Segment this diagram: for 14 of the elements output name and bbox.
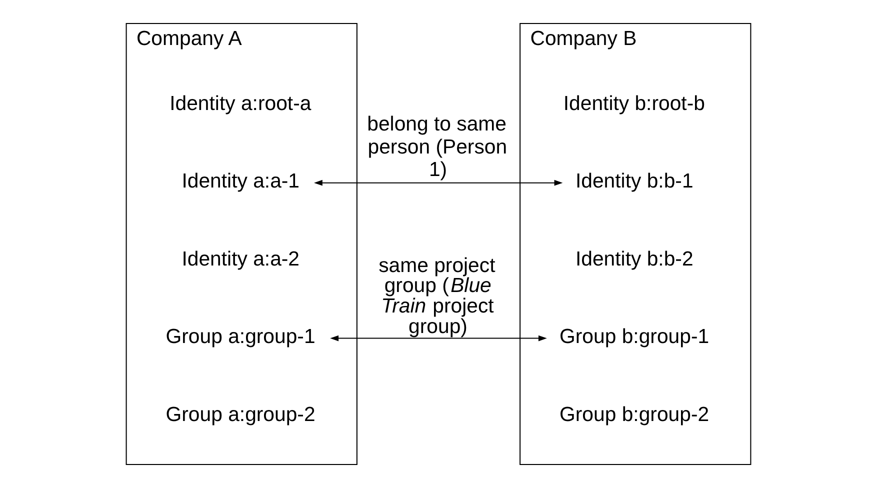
node-text: Identity a:a-2 [182, 248, 300, 270]
arrow [314, 180, 563, 186]
edge-label: belong to same person (Person 1) [367, 113, 508, 182]
edge-label: same project group (Blue Train project group) [378, 254, 496, 338]
node-text: Identity a:root-a [170, 92, 312, 115]
node-text: Group b:group-1 [560, 326, 710, 348]
arrow [330, 335, 547, 342]
node-text: Group b:group-2 [560, 404, 710, 426]
node-text: Group a:group-2 [166, 404, 316, 426]
node-text: Identity b:root-b [563, 92, 705, 115]
node-text: Identity a:a-1 [182, 170, 300, 193]
node-text: Identity b:b-2 [575, 248, 694, 270]
node-text: Identity b:b-1 [575, 170, 694, 193]
node-text: Group a:group-1 [166, 326, 316, 348]
